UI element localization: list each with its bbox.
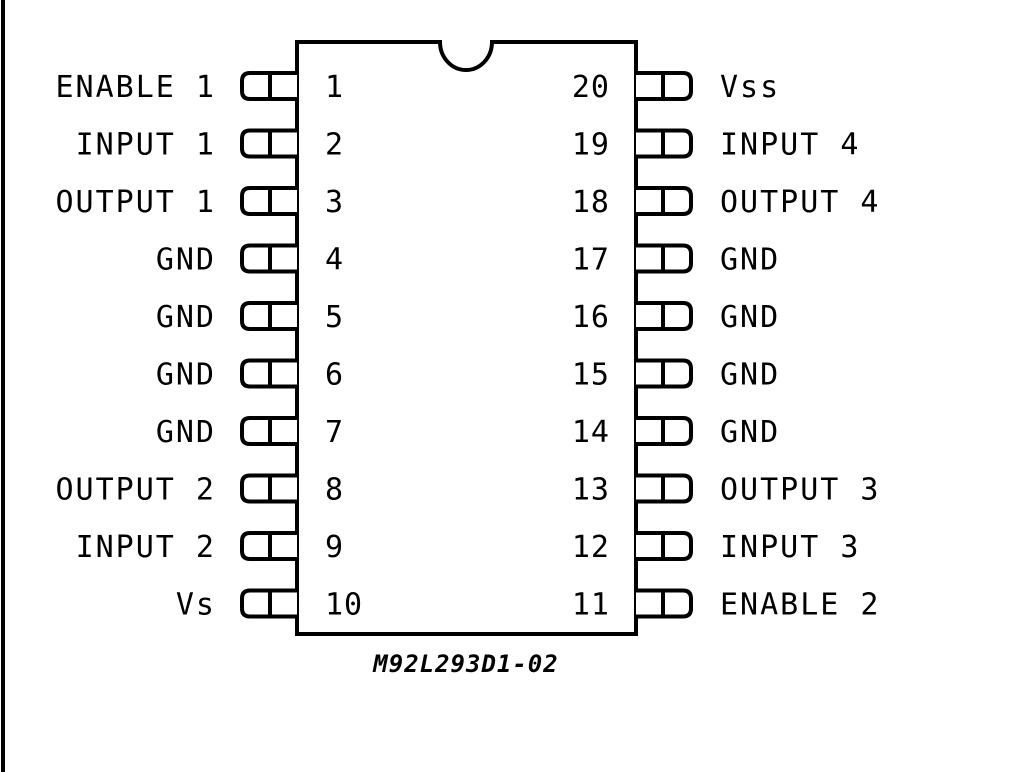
pin-number: 8 <box>325 473 344 508</box>
pin-number: 17 <box>572 243 610 278</box>
pin-label: ENABLE 1 <box>56 70 217 105</box>
pin-number: 10 <box>325 588 363 623</box>
pin-label: GND <box>156 358 216 393</box>
pin-number: 16 <box>572 300 610 335</box>
pin-number: 18 <box>572 185 610 220</box>
pin-label: Vs <box>176 588 216 623</box>
pin-label: INPUT 2 <box>76 530 216 565</box>
pin-label: GND <box>720 300 780 335</box>
pin-number: 12 <box>572 530 610 565</box>
pin-label: GND <box>720 358 780 393</box>
pin-number: 13 <box>572 473 610 508</box>
pin-label: GND <box>720 415 780 450</box>
pin-number: 19 <box>572 128 610 163</box>
pin-number: 3 <box>325 185 344 220</box>
right-pin-11: ENABLE 2 11 <box>572 588 881 623</box>
pin-label: OUTPUT 3 <box>720 473 881 508</box>
pin-label: ENABLE 2 <box>720 588 881 623</box>
pin-number: 5 <box>325 300 344 335</box>
pin-number: 20 <box>572 70 610 105</box>
left-pin-7: GND 7 <box>156 415 344 450</box>
pin-label: GND <box>156 300 216 335</box>
ic-body-outline <box>295 40 638 636</box>
left-pin-1: ENABLE 1 1 <box>56 70 344 105</box>
pin-number: 7 <box>325 415 344 450</box>
right-pin-16: GND 16 <box>572 300 780 335</box>
left-pin-2: INPUT 1 2 <box>76 128 344 163</box>
pin-number: 15 <box>572 358 610 393</box>
pin-label: INPUT 3 <box>720 530 860 565</box>
right-pin-12: INPUT 3 12 <box>572 530 860 565</box>
right-pin-15: GND 15 <box>572 358 780 393</box>
left-pin-10: Vs 10 <box>176 588 363 623</box>
pin-label: INPUT 1 <box>76 128 216 163</box>
pin-number: 2 <box>325 128 344 163</box>
right-pin-13: OUTPUT 3 13 <box>572 473 881 508</box>
left-pin-3: OUTPUT 1 3 <box>56 185 344 220</box>
pin-label: GND <box>156 415 216 450</box>
pin-label: OUTPUT 2 <box>56 473 217 508</box>
pin-label: GND <box>156 243 216 278</box>
pin-label: INPUT 4 <box>720 128 860 163</box>
pin-number: 1 <box>325 70 344 105</box>
right-pin-14: GND 14 <box>572 415 780 450</box>
right-pin-19: INPUT 4 19 <box>572 128 860 163</box>
pin-number: 9 <box>325 530 344 565</box>
left-pin-4: GND 4 <box>156 243 344 278</box>
pin-number: 6 <box>325 358 344 393</box>
right-pin-20: Vss 20 <box>572 70 780 105</box>
left-pin-6: GND 6 <box>156 358 344 393</box>
part-code: M92L293D1-02 <box>372 650 558 678</box>
pin-label: OUTPUT 1 <box>56 185 217 220</box>
right-pin-17: GND 17 <box>572 243 780 278</box>
right-pin-18: OUTPUT 4 18 <box>572 185 881 220</box>
left-pin-5: GND 5 <box>156 300 344 335</box>
pin-label: Vss <box>720 70 780 105</box>
pin-label: GND <box>720 243 780 278</box>
pin-label: OUTPUT 4 <box>720 185 881 220</box>
pin-number: 11 <box>572 588 610 623</box>
pin-number: 14 <box>572 415 610 450</box>
pin-number: 4 <box>325 243 344 278</box>
left-pin-9: INPUT 2 9 <box>76 530 344 565</box>
left-pin-8: OUTPUT 2 8 <box>56 473 344 508</box>
